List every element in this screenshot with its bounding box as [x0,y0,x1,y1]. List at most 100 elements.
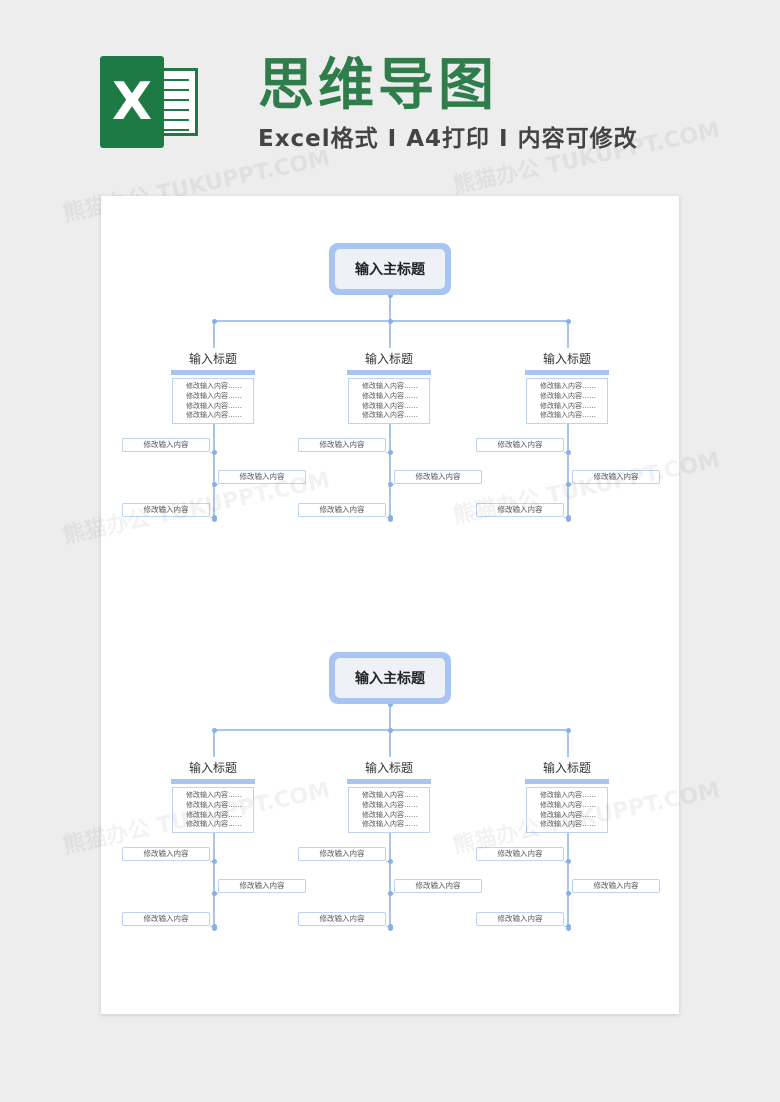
excel-logo-icon: X [100,56,200,148]
connector-line [389,424,391,520]
branch-title-bar [171,779,255,784]
branch-content-line: 修改输入内容…… [186,800,242,809]
branch-title[interactable]: 输入标题 [542,761,591,775]
connector-line [389,833,391,929]
root-node-label: 输入主标题 [335,658,445,698]
connector-dot [387,891,393,896]
logo-letter: X [111,72,153,132]
leaf-node[interactable]: 修改输入内容 [298,438,386,452]
branch-title[interactable]: 输入标题 [364,761,413,775]
connector-dot [565,891,571,896]
leaf-node[interactable]: 修改输入内容 [476,438,564,452]
branch-content-line: 修改输入内容…… [540,401,596,410]
branch-content-line: 修改输入内容…… [362,401,418,410]
branch-content-line: 修改输入内容…… [186,820,242,829]
branch-content-line: 修改输入内容…… [362,391,418,400]
branch-content-box[interactable]: 修改输入内容……修改输入内容……修改输入内容……修改输入内容…… [172,787,254,833]
branch-title[interactable]: 输入标题 [188,761,237,775]
root-node[interactable]: 输入主标题 [329,652,451,704]
branch-title-bar [347,370,431,375]
connector-dot [387,859,393,864]
branch-content-line: 修改输入内容…… [362,810,418,819]
leaf-node[interactable]: 修改输入内容 [476,912,564,926]
branch-content-line: 修改输入内容…… [362,820,418,829]
branch-content-box[interactable]: 修改输入内容……修改输入内容……修改输入内容……修改输入内容…… [526,378,608,424]
connector-line [213,320,215,348]
connector-dot [565,318,571,324]
branch-content-line: 修改输入内容…… [540,810,596,819]
connector-dot [387,702,393,707]
connector-line [213,833,215,929]
branch-content-box[interactable]: 修改输入内容……修改输入内容……修改输入内容……修改输入内容…… [526,787,608,833]
branch-content-line: 修改输入内容…… [540,820,596,829]
connector-line [213,424,215,520]
connector-dot [211,450,217,455]
branch-title[interactable]: 输入标题 [542,352,591,366]
document-page: 输入主标题输入标题修改输入内容……修改输入内容……修改输入内容……修改输入内容…… [101,196,679,1014]
leaf-node[interactable]: 修改输入内容 [394,470,482,484]
leaf-node[interactable]: 修改输入内容 [298,847,386,861]
connector-dot [211,926,217,931]
connector-dot [565,727,571,733]
connector-dot [211,859,217,864]
branch-title-bar [525,779,609,784]
branch-content-line: 修改输入内容…… [186,382,242,390]
branch-content-line: 修改输入内容…… [362,800,418,809]
connector-line [389,295,391,321]
logo-cover [100,56,164,148]
leaf-node[interactable]: 修改输入内容 [122,438,210,452]
branch-content-box[interactable]: 修改输入内容……修改输入内容……修改输入内容……修改输入内容…… [348,787,430,833]
leaf-node[interactable]: 修改输入内容 [572,879,660,893]
connector-line [389,729,391,757]
connector-dot [387,482,393,487]
branch-content-line: 修改输入内容…… [362,791,418,799]
branch-content-line: 修改输入内容…… [540,391,596,400]
leaf-node[interactable]: 修改输入内容 [122,912,210,926]
branch-title[interactable]: 输入标题 [188,352,237,366]
branch-content-line: 修改输入内容…… [540,411,596,420]
branch-content-box[interactable]: 修改输入内容……修改输入内容……修改输入内容……修改输入内容…… [172,378,254,424]
root-node[interactable]: 输入主标题 [329,243,451,295]
branch-content-line: 修改输入内容…… [186,791,242,799]
connector-line [567,320,569,348]
leaf-node[interactable]: 修改输入内容 [298,503,386,517]
connector-dot [387,450,393,455]
connector-dot [211,318,217,324]
connector-dot [211,517,217,522]
page-subtitle: Excel格式 I A4打印 I 内容可修改 [258,126,638,152]
leaf-node[interactable]: 修改输入内容 [122,503,210,517]
leaf-node[interactable]: 修改输入内容 [476,503,564,517]
connector-line [389,320,391,348]
leaf-node[interactable]: 修改输入内容 [298,912,386,926]
connector-dot [387,926,393,931]
connector-dot [387,293,393,298]
branch-title[interactable]: 输入标题 [364,352,413,366]
branch-content-box[interactable]: 修改输入内容……修改输入内容……修改输入内容……修改输入内容…… [348,378,430,424]
root-node-label: 输入主标题 [335,249,445,289]
branch-title-bar [171,370,255,375]
connector-dot [565,517,571,522]
branch-title-bar [347,779,431,784]
leaf-node[interactable]: 修改输入内容 [218,879,306,893]
connector-dot [211,727,217,733]
branch-content-line: 修改输入内容…… [540,382,596,390]
connector-dot [565,926,571,931]
leaf-node[interactable]: 修改输入内容 [394,879,482,893]
connector-line [389,704,391,730]
leaf-node[interactable]: 修改输入内容 [476,847,564,861]
mind-map-diagram: 输入主标题输入标题修改输入内容……修改输入内容……修改输入内容……修改输入内容…… [101,605,679,931]
branch-content-line: 修改输入内容…… [362,382,418,390]
connector-line [567,424,569,520]
leaf-node[interactable]: 修改输入内容 [122,847,210,861]
leaf-node[interactable]: 修改输入内容 [218,470,306,484]
connector-dot [565,482,571,487]
leaf-node[interactable]: 修改输入内容 [572,470,660,484]
connector-dot [387,727,393,733]
branch-content-line: 修改输入内容…… [186,391,242,400]
connector-dot [387,517,393,522]
branch-content-line: 修改输入内容…… [186,411,242,420]
connector-line [213,729,215,757]
mind-map-diagram: 输入主标题输入标题修改输入内容……修改输入内容……修改输入内容……修改输入内容…… [101,196,679,522]
connector-dot [211,891,217,896]
page-title: 思维导图 [258,53,498,118]
